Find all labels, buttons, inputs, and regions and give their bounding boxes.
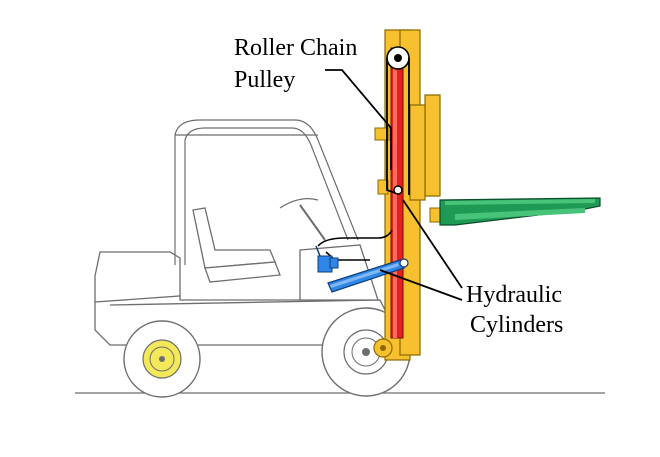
hydraulic-leader-upper — [402, 199, 463, 289]
seat-cushion — [204, 261, 281, 283]
tilt-cylinder — [327, 258, 409, 293]
pulley — [386, 46, 410, 70]
chain-anchor — [393, 185, 403, 195]
mast-pivot — [373, 338, 393, 358]
overhead-guard — [174, 119, 359, 265]
hydraulic-leader-lower — [379, 269, 463, 301]
seat — [192, 207, 276, 269]
hydraulic-hose — [317, 229, 393, 247]
roller-chain-leader — [325, 69, 392, 170]
label-pulley: Pulley — [234, 67, 295, 93]
rear-wheel — [123, 320, 201, 398]
label-roller-chain: Roller Chain — [234, 35, 357, 61]
control-valve — [315, 245, 339, 273]
label-hydraulic: Hydraulic — [466, 282, 562, 308]
steering-wheel — [279, 198, 319, 209]
forks — [439, 197, 601, 226]
steering-column — [299, 204, 326, 241]
label-cylinders: Cylinders — [470, 312, 563, 338]
